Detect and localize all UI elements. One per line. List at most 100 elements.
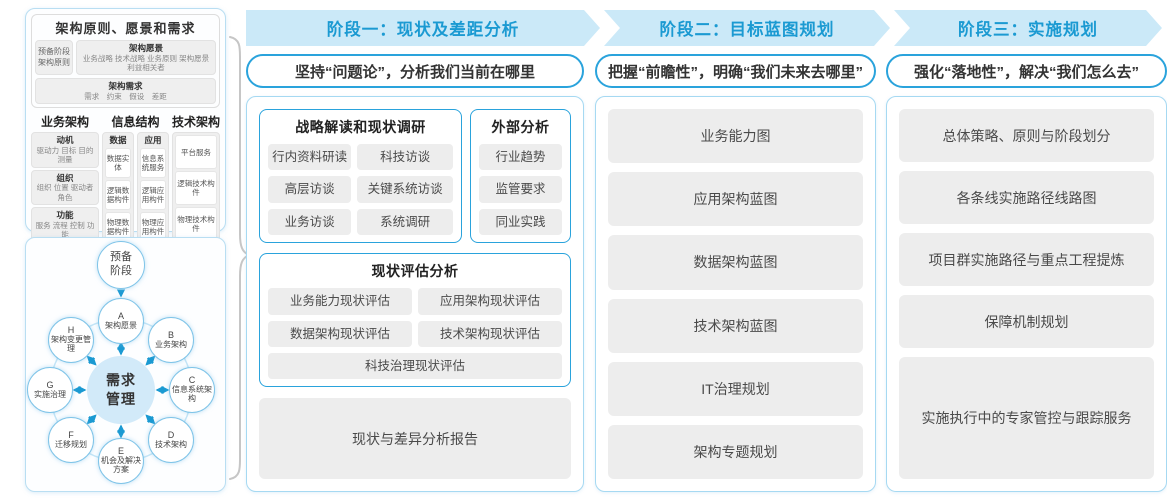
assessment-title: 现状评估分析: [371, 263, 459, 280]
phase3-header-band: 阶段三：实施规划: [894, 10, 1162, 46]
adm-center-requirements-node: 需求管理: [87, 356, 155, 424]
node-letter: C: [188, 375, 196, 386]
phase1-content-panel: 战略解读和现状调研 行内资料研读 科技访谈 高层访谈 关键系统访谈 业务访谈 系…: [246, 96, 584, 492]
node-label: 架构变更管理: [51, 335, 91, 353]
node-label: 业务架构: [155, 339, 187, 349]
technology-item: 平台服务: [175, 135, 217, 170]
phase2-item: 应用架构蓝图: [608, 172, 863, 227]
vision-sub: 业务战略 技术战略 业务原则 架构愿景 利益相关者: [82, 53, 210, 72]
application-title: 应用: [144, 135, 162, 146]
survey-item: 科技访谈: [357, 144, 453, 171]
data-item: 物理数据构件: [105, 211, 131, 242]
assessment-item: 业务能力现状评估: [268, 288, 412, 315]
application-item: 逻辑应用构件: [140, 179, 166, 210]
gap-analysis-report-box: 现状与差异分析报告: [259, 398, 571, 479]
architecture-domains-section: 业务架构 动机 驱动力 目标 目的 测量 组织 组织 位置 驱动者 角色 功能 …: [31, 112, 221, 245]
requirements-sub: 需求 约束 假设 差距: [84, 92, 167, 101]
adm-node-d: D 技术架构: [148, 417, 194, 463]
application-item: 物理应用构件: [140, 211, 166, 242]
phase3-content-panel: 总体策略、原则与阶段划分 各条线实施路径线路图 项目群实施路径与重点工程提炼 保…: [886, 96, 1167, 492]
data-item: 逻辑数据构件: [105, 179, 131, 210]
strategy-survey-title: 战略解读和现状调研: [295, 119, 426, 135]
phase2-content-panel: 业务能力图 应用架构蓝图 数据架构蓝图 技术架构蓝图 IT治理规划 架构专题规划: [595, 96, 876, 492]
survey-item: 系统调研: [357, 208, 453, 236]
prep-line1: 预备阶段: [38, 47, 70, 57]
phase1-subtitle: 坚持“问题论”，分析我们当前在哪里: [246, 54, 584, 88]
node-letter: H: [67, 325, 75, 336]
adm-preliminary-node: 预备阶段: [97, 241, 145, 289]
technology-architecture-title: 技术架构: [172, 115, 221, 130]
external-item: 同业实践: [479, 208, 562, 236]
node-label: 架构愿景: [105, 320, 137, 330]
vision-title: 架构愿景: [128, 43, 163, 53]
principles-vision-requirements-section: 架构原则、愿景和需求 预备阶段 架构原则 架构愿景 业务战略 技术战略 业务原则…: [31, 14, 220, 109]
architecture-vision-box: 架构愿景 业务战略 技术战略 业务原则 架构愿景 利益相关者: [76, 40, 216, 76]
adm-node-g: G 实施治理: [27, 367, 73, 413]
function-box: 功能 服务 流程 控制 功能: [31, 207, 99, 243]
phase3-item: 实施执行中的专家管控与跟踪服务: [899, 357, 1154, 479]
adm-node-e: E 机会及解决方案: [98, 438, 144, 484]
technology-architecture-column: 技术架构 平台服务 逻辑技术构件 物理技术构件: [172, 112, 221, 245]
architecture-content-panel: 架构原则、愿景和需求 预备阶段 架构原则 架构愿景 业务战略 技术战略 业务原则…: [25, 8, 226, 284]
phase1-header-text: 阶段一：现状及差距分析: [326, 21, 520, 39]
node-letter: D: [167, 429, 175, 440]
phase2-subtitle: 把握“前瞻性”，明确“我们未来去哪里”: [595, 54, 876, 88]
motivation-box: 动机 驱动力 目标 目的 测量: [31, 132, 99, 168]
survey-item: 行内资料研读: [268, 144, 352, 171]
node-letter: B: [167, 329, 174, 340]
survey-item: 关键系统访谈: [357, 176, 453, 203]
phase2-item: 业务能力图: [608, 109, 863, 164]
business-architecture-column: 业务架构 动机 驱动力 目标 目的 测量 组织 组织 位置 驱动者 角色 功能 …: [31, 112, 99, 244]
organization-box: 组织 组织 位置 驱动者 角色: [31, 169, 99, 206]
phase2-header-band: 阶段二：目标蓝图规划: [604, 10, 890, 46]
technology-subcolumn: 平台服务 逻辑技术构件 物理技术构件: [172, 132, 220, 245]
assessment-item: 数据架构现状评估: [268, 320, 412, 347]
architecture-requirements-box: 架构需求 需求 约束 假设 差距: [35, 78, 216, 105]
section-title: 架构原则、愿景和需求: [55, 21, 196, 36]
data-subcolumn: 数据 数据实体 逻辑数据构件 物理数据构件: [102, 132, 134, 245]
external-analysis-group: 外部分析 行业趋势 监管要求 同业实践: [470, 109, 571, 244]
phase2-item: 数据架构蓝图: [608, 235, 863, 290]
phase3-item: 保障机制规划: [899, 295, 1154, 349]
strategy-survey-group: 战略解读和现状调研 行内资料研读 科技访谈 高层访谈 关键系统访谈 业务访谈 系…: [259, 109, 462, 244]
adm-node-a: A 架构愿景: [98, 298, 144, 344]
external-item: 行业趋势: [479, 144, 562, 171]
node-letter: A: [117, 310, 124, 321]
assessment-item: 技术架构现状评估: [418, 320, 562, 347]
technology-item: 物理技术构件: [175, 207, 217, 242]
node-label: 迁移规划: [55, 439, 87, 449]
data-item: 数据实体: [105, 148, 131, 178]
organization-sub: 组织 位置 驱动者 角色: [36, 183, 94, 202]
phase2-item: 技术架构蓝图: [608, 298, 863, 353]
adm-node-c: C 信息系统架构: [169, 367, 215, 413]
phase3-header-text: 阶段三：实施规划: [958, 21, 1098, 39]
preliminary-phase-box: 预备阶段 架构原则: [35, 40, 73, 76]
node-label: 机会及解决方案: [101, 456, 141, 474]
adm-cycle-panel: 预备阶段 需求管理 A 架构愿景 B 业务架构 C 信息系统架构 D 技术架构 …: [25, 237, 226, 492]
assessment-group: 现状评估分析 业务能力现状评估 应用架构现状评估 数据架构现状评估 技术架构现状…: [259, 253, 571, 388]
phase3-item: 各条线实施路径线路图: [899, 171, 1154, 225]
motivation-title: 动机: [56, 135, 74, 146]
adm-node-f: F 迁移规划: [48, 417, 94, 463]
application-subcolumn: 应用 信息系统服务 逻辑应用构件 物理应用构件: [137, 132, 169, 245]
external-item: 监管要求: [479, 176, 562, 203]
phase3-subtitle: 强化“落地性”，解决“我们怎么去”: [886, 54, 1167, 88]
function-title: 功能: [56, 210, 74, 221]
node-label: 信息系统架构: [172, 385, 212, 403]
node-letter: G: [46, 379, 54, 390]
function-sub: 服务 流程 控制 功能: [35, 220, 95, 240]
business-architecture-title: 业务架构: [40, 115, 89, 130]
phase1-header-band: 阶段一：现状及差距分析: [246, 10, 600, 46]
node-label: 实施治理: [34, 389, 66, 399]
node-letter: F: [68, 429, 74, 440]
phase3-item: 总体策略、原则与阶段划分: [899, 109, 1154, 163]
survey-item: 高层访谈: [268, 176, 352, 203]
node-label: 技术架构: [155, 439, 187, 449]
adm-node-h: H 架构变更管理: [48, 317, 94, 363]
assessment-item: 科技治理现状评估: [268, 352, 562, 380]
application-item: 信息系统服务: [140, 148, 166, 178]
adm-node-b: B 业务架构: [148, 317, 194, 363]
technology-item: 逻辑技术构件: [175, 171, 217, 206]
node-letter: E: [117, 446, 124, 457]
organization-title: 组织: [56, 172, 74, 183]
